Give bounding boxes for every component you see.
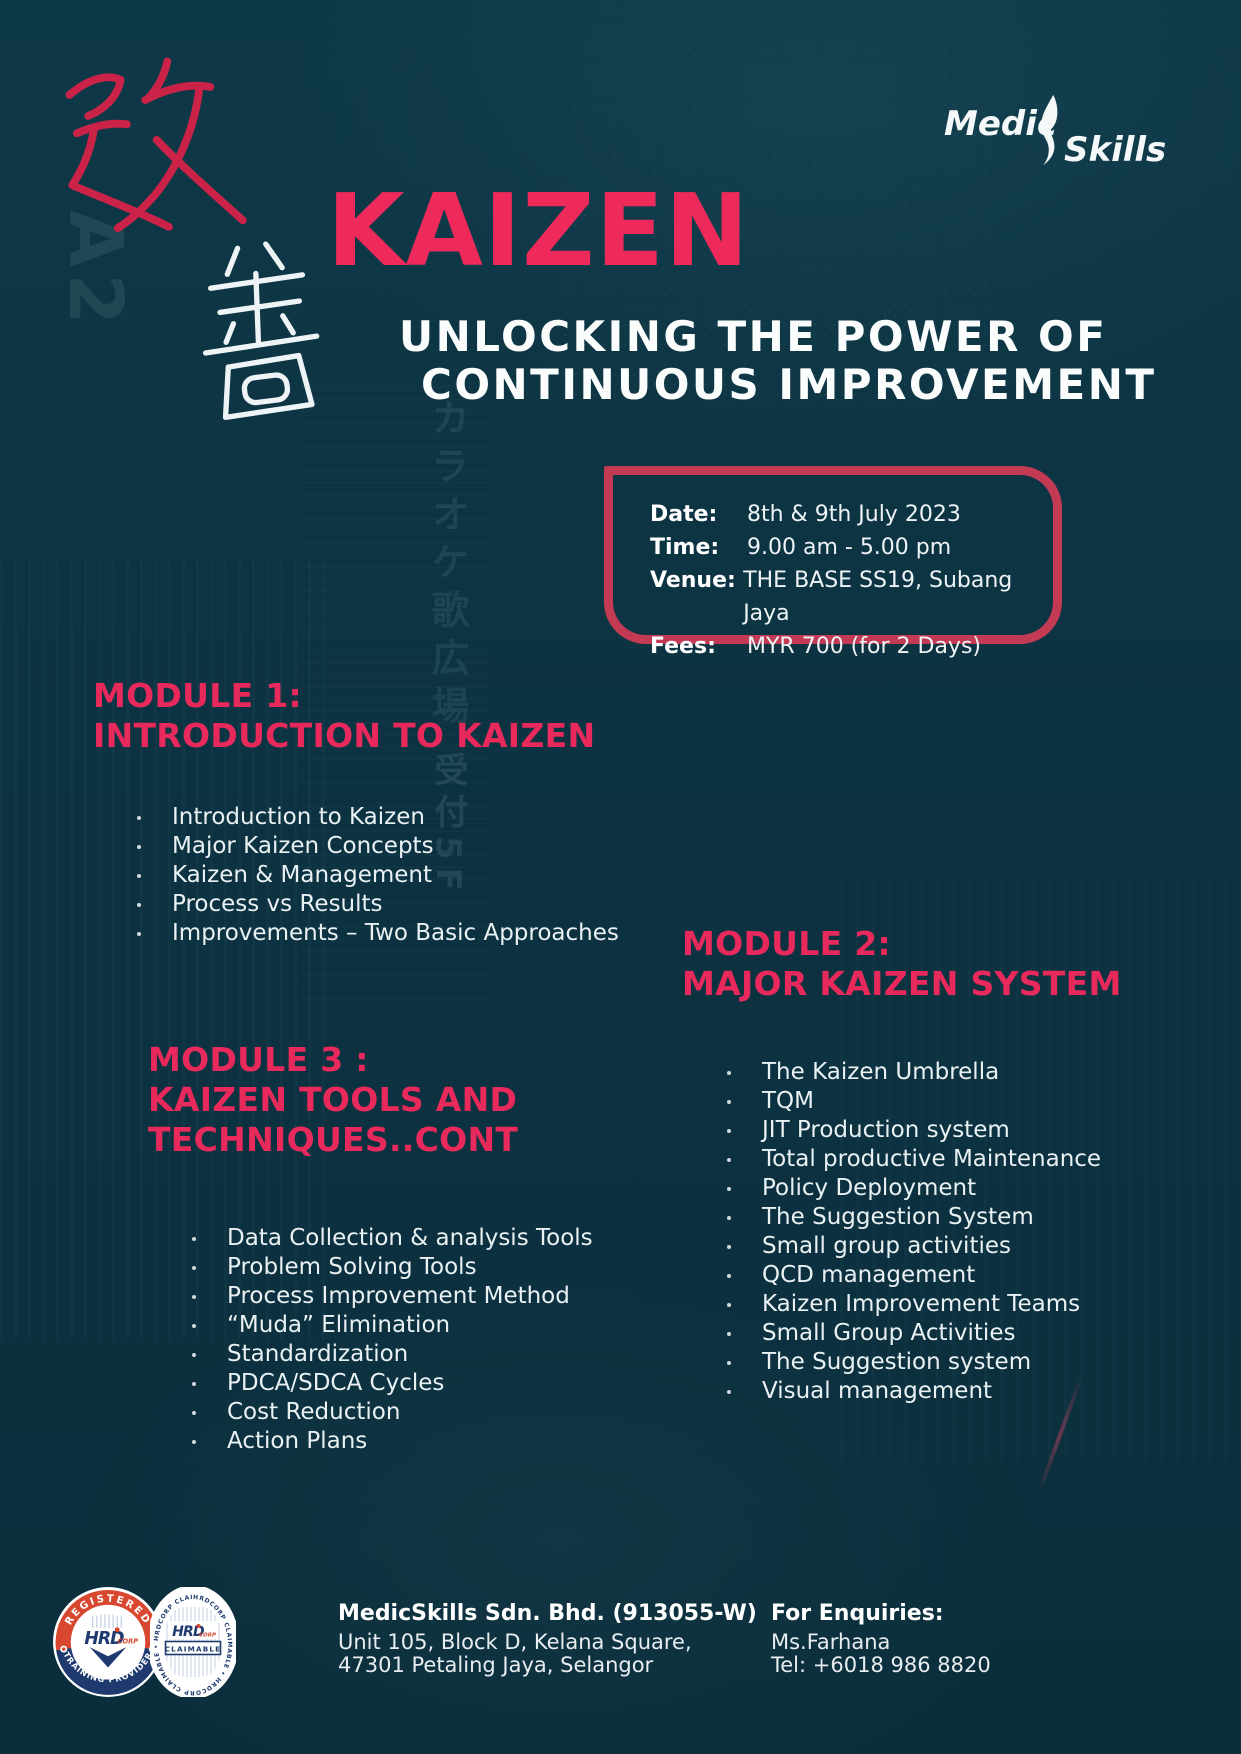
module2-heading-line2: MAJOR KAIZEN SYSTEM: [682, 964, 1122, 1003]
list-item: Major Kaizen Concepts: [137, 832, 619, 861]
bg-building-texture-left: [0, 560, 330, 1340]
list-item: Total productive Maintenance: [726, 1146, 1102, 1172]
badge-claimable-label: CLAIMABLE: [165, 1645, 222, 1654]
list-item: Kaizen & Management: [137, 861, 619, 890]
badge-hrd-text: HRD: [172, 1624, 204, 1640]
info-value-fees: MYR 700 (for 2 Days): [747, 634, 981, 659]
list-item: Visual management: [726, 1377, 1101, 1406]
badge-corp-text: CORP: [118, 1638, 139, 1646]
list-item: JIT Production system: [726, 1116, 1101, 1145]
list-item: Cost Reduction: [192, 1398, 593, 1427]
module2-heading-line1: MODULE 2:: [682, 924, 891, 963]
module1-list: Introduction to Kaizen Major Kaizen Conc…: [137, 803, 619, 948]
module1-heading: MODULE 1: INTRODUCTION TO KAIZEN: [93, 676, 595, 756]
module3-heading-line1: MODULE 3 :: [148, 1040, 369, 1079]
list-item: “Muda” Elimination: [192, 1311, 593, 1340]
badge-logo-backdrop: [168, 1621, 218, 1639]
module3-heading-line2: KAIZEN TOOLS AND: [148, 1080, 518, 1119]
flame-icon: [1041, 94, 1058, 166]
badge-claimable-box: [164, 1640, 222, 1656]
bg-circuit-dots: [560, 0, 990, 430]
module3-list: Data Collection & analysis Tools Problem…: [192, 1224, 593, 1456]
medicskills-logo: Medic Skills: [928, 86, 1188, 190]
kanji-zen-icon: [202, 241, 320, 421]
subtitle-line1: UNLOCKING THE POWER OF: [399, 312, 1108, 361]
module3-heading: MODULE 3 : KAIZEN TOOLS AND TECHNIQUES..…: [148, 1040, 518, 1160]
module1-heading-line1: MODULE 1:: [93, 676, 302, 715]
event-info-box: Date: 8th & 9th July 2023 Time: 9.00 am …: [604, 466, 1062, 659]
list-item: Problem Solving Tools: [192, 1253, 593, 1282]
list-item: Process Improvement Method: [192, 1282, 593, 1311]
bg-building-texture-mid: [300, 380, 490, 1000]
info-row-venue: Venue: THE BASE SS19, Subang Jaya: [650, 564, 1053, 630]
module2-heading: MODULE 2: MAJOR KAIZEN SYSTEM: [682, 924, 1122, 1004]
logo-text-medic: Medic: [944, 104, 1058, 144]
module1-heading-line2: INTRODUCTION TO KAIZEN: [93, 716, 596, 755]
badge-check-shape: [89, 1647, 127, 1668]
info-label-time: Time:: [650, 535, 720, 560]
list-item: Process vs Results: [137, 890, 619, 919]
info-row-fees: Fees: MYR 700 (for 2 Days): [650, 630, 1053, 663]
bg-building-texture-right: [840, 880, 1241, 1460]
bg-japanese-sign-text: カラオケ歌広場: [425, 398, 469, 734]
info-label-fees: Fees:: [650, 634, 716, 659]
list-item: Standardization: [192, 1340, 593, 1369]
list-item: Improvements – Two Basic Approaches: [137, 920, 619, 946]
list-item: Policy Deployment: [726, 1174, 1101, 1203]
bg-a2-watermark: A2: [52, 210, 138, 331]
page-title: KAIZEN: [327, 172, 750, 289]
list-item: Data Collection & analysis Tools: [192, 1225, 593, 1251]
list-item: The Suggestion System: [726, 1203, 1101, 1232]
info-row-time: Time: 9.00 am - 5.00 pm: [650, 531, 1053, 564]
hrdcorp-claimable-badge: HRDCORP CLAIMABLE • HRDCORP CLAIMABLE • …: [150, 1587, 236, 1697]
list-item: Kaizen Improvement Teams: [726, 1290, 1101, 1319]
list-item: Action Plans: [192, 1427, 593, 1456]
info-value-date: 8th & 9th July 2023: [747, 502, 961, 527]
company-address-line1: Unit 105, Block D, Kelana Square,: [338, 1630, 692, 1654]
enquiries-tel: Tel: +6018 986 8820: [771, 1653, 991, 1677]
kanji-kai-icon: [65, 57, 247, 233]
list-item: TQM: [726, 1087, 1101, 1116]
module3-heading-line3: TECHNIQUES..CONT: [148, 1120, 519, 1159]
badge-corp-text: CORP: [199, 1633, 216, 1639]
footer-enquiries-block: For Enquiries: Ms.Farhana Tel: +6018 986…: [771, 1601, 991, 1677]
logo-text-skills: Skills: [1064, 130, 1167, 170]
badge-stripes: [92, 1614, 122, 1628]
list-item: QCD management: [726, 1261, 1101, 1290]
list-item: The Suggestion system: [726, 1348, 1101, 1377]
info-row-date: Date: 8th & 9th July 2023: [650, 498, 1053, 531]
company-address-line2: 47301 Petaling Jaya, Selangor: [338, 1653, 654, 1677]
info-value-time: 9.00 am - 5.00 pm: [747, 535, 952, 560]
info-label-date: Date:: [650, 502, 718, 527]
bg-japanese-sign-text-2: 受付5F: [428, 752, 468, 899]
footer-company-block: MedicSkills Sdn. Bhd. (913055-W) Unit 10…: [338, 1601, 757, 1677]
info-label-venue: Venue:: [650, 568, 736, 593]
subtitle-line2: CONTINUOUS IMPROVEMENT: [421, 360, 1157, 409]
enquiries-contact-name: Ms.Farhana: [771, 1630, 891, 1654]
list-item: Small Group Activities: [726, 1319, 1101, 1348]
company-name: MedicSkills Sdn. Bhd. (913055-W): [338, 1601, 757, 1626]
list-item: PDCA/SDCA Cycles: [192, 1369, 593, 1398]
list-item: The Kaizen Umbrella: [726, 1058, 1101, 1087]
list-item: Introduction to Kaizen: [137, 803, 619, 832]
hrdcorp-registered-badge: REGISTERED TRAINING PROVIDER HRD CORP: [53, 1587, 163, 1697]
info-value-venue: THE BASE SS19, Subang Jaya: [743, 568, 1013, 626]
module2-list: The Kaizen Umbrella TQM JIT Production s…: [726, 1058, 1102, 1406]
badge-hrd-text: HRD: [84, 1629, 124, 1649]
enquiries-heading: For Enquiries:: [771, 1601, 944, 1626]
list-item: Small group activities: [726, 1232, 1101, 1261]
